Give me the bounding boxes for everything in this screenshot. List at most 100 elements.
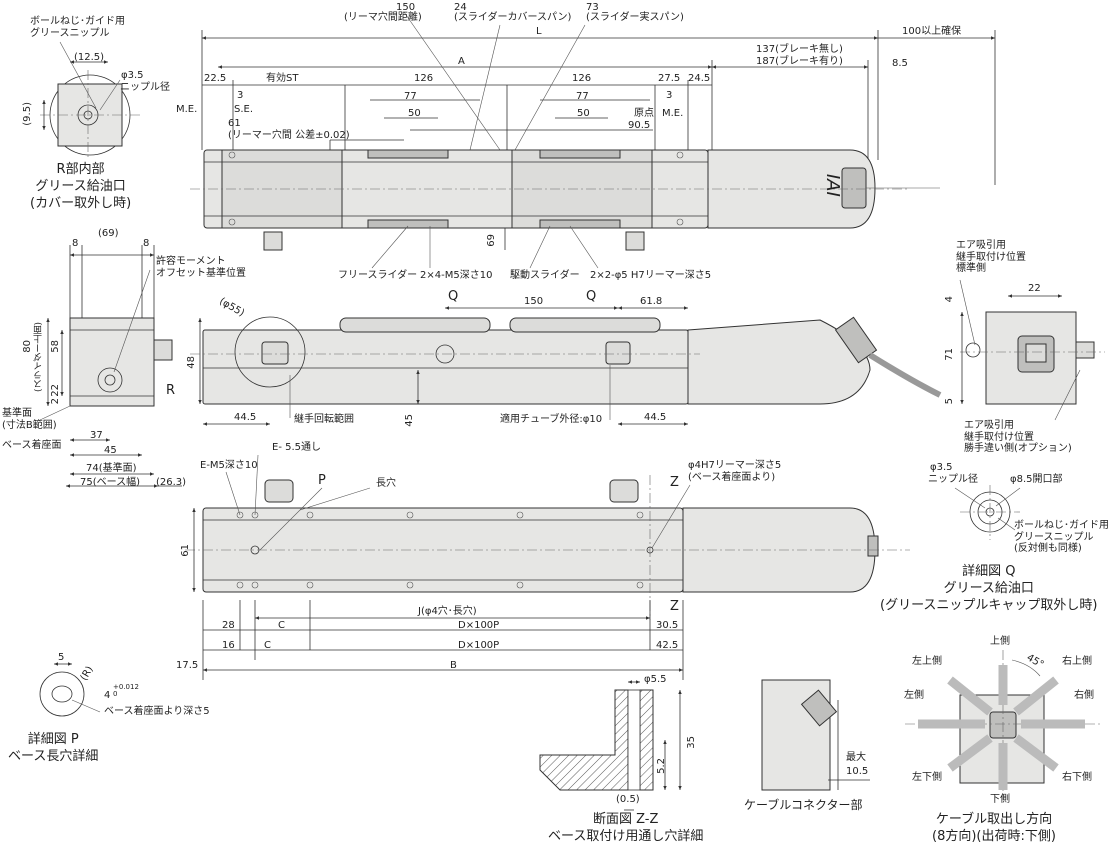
- dim-22-right: 22: [1028, 283, 1041, 294]
- dim-3a: 3: [237, 90, 244, 101]
- dim-45: 45: [104, 445, 117, 456]
- dim-44-5b: 44.5: [644, 412, 667, 423]
- eff-st: 有効ST: [266, 73, 299, 84]
- dim-75: 75(ベース幅): [80, 477, 141, 488]
- dim-phi55: (φ55): [217, 295, 247, 320]
- reamer-base-label: φ4H7リーマー深さ5 (ベース着座面より): [688, 460, 782, 483]
- p-dim-4: 4: [104, 690, 111, 701]
- p-caption: 詳細図 P ベース長穴詳細: [8, 732, 99, 764]
- dim-8-5: 8.5: [892, 58, 908, 69]
- dim-126b: 126: [572, 73, 592, 84]
- tube-dia-label: 適用チューブ外径:φ10: [500, 414, 603, 425]
- base-face-label: ベース着座面: [2, 440, 62, 451]
- cable-conn-caption: ケーブルコネクター部: [744, 798, 863, 812]
- se-label: S.E.: [234, 104, 254, 115]
- air-std-label: エア吸引用 継手取付け位置 標準側: [956, 240, 1026, 274]
- dim-150-note: (リーマ穴間距離): [344, 12, 422, 23]
- dim-30-5: 30.5: [656, 620, 679, 631]
- p-depth: ベース着座面より深さ5: [104, 706, 210, 717]
- dim-10-5: 10.5: [846, 766, 869, 777]
- dim-27-5: 27.5: [658, 73, 681, 84]
- j-label: J(φ4穴･長穴): [418, 606, 477, 617]
- q-phi85: φ8.5開口部: [1010, 474, 1063, 485]
- me-right: M.E.: [662, 108, 684, 119]
- ball-nipple-label: ボールねじ･ガイド用 グリースニップル: [30, 16, 125, 39]
- max-label: 最大: [846, 752, 866, 763]
- dim-37: 37: [90, 430, 103, 441]
- dir-lower-right: 右下側: [1062, 772, 1092, 783]
- end-view: [39, 245, 202, 488]
- q-caption: 詳細図 Q グリース給油口 (グリースニップルキャップ取外し時): [880, 564, 1098, 613]
- cable-connector: [761, 679, 870, 791]
- dim-61-8: 61.8: [640, 296, 663, 307]
- dir-lower-left: 左下側: [912, 772, 942, 783]
- r-marker: R: [166, 383, 176, 398]
- joint-range-label: 継手回転範囲: [294, 414, 354, 425]
- q-marker-b: Q: [586, 289, 597, 304]
- dim-16: 16: [222, 640, 235, 651]
- dim-22: 22: [50, 384, 61, 397]
- dim-8a: 8: [72, 238, 79, 249]
- dim-74: 74(基準面): [86, 463, 137, 474]
- cable-caption: ケーブル取出し方向 (8方向)(出荷時:下側): [932, 812, 1056, 844]
- dim-77a: 77: [404, 91, 417, 102]
- nipple-dia: ニップル径: [120, 82, 170, 93]
- z-marker-a: Z: [670, 475, 679, 490]
- dim-28: 28: [222, 620, 235, 631]
- dir-upper-right: 右上側: [1062, 656, 1092, 667]
- iai-logo: IAI: [821, 173, 843, 197]
- dim-2: 2: [50, 398, 61, 405]
- zz-05: (0.5): [616, 794, 640, 805]
- deg-45: 45°: [1024, 652, 1046, 671]
- e-m5-label: E-M5深さ10: [200, 460, 258, 471]
- ref-face-label: 基準面 (寸法B範囲): [2, 408, 57, 431]
- dim-phi35: φ3.5: [121, 70, 144, 81]
- air-opt-label: エア吸引用 継手取付け位置 勝手違い側(オプション): [964, 420, 1072, 454]
- zz-phi55: φ5.5: [644, 674, 667, 685]
- zz-52: 5.2: [656, 758, 667, 774]
- p-dim-5: 5: [58, 652, 65, 663]
- right-end-view: [959, 279, 1105, 421]
- dim-48: 48: [186, 356, 197, 369]
- me-left: M.E.: [176, 104, 198, 115]
- dim-24-5: 24.5: [688, 73, 711, 84]
- dim-77b: 77: [576, 91, 589, 102]
- dim-24: 24: [454, 2, 467, 13]
- r-caption: R部内部 グリース給油口 (カバー取外し時): [30, 162, 132, 211]
- dim-71: 71: [944, 348, 955, 361]
- dim-50a: 50: [408, 108, 421, 119]
- dim-50b: 50: [577, 108, 590, 119]
- p-r: (R): [78, 664, 96, 683]
- detail-q: [954, 485, 1021, 540]
- zz-35: 35: [686, 736, 697, 749]
- detail-p: [39, 662, 101, 717]
- dim-45v: 45: [404, 414, 415, 427]
- dx-label-a: D×100P: [458, 620, 500, 631]
- dim-26-3: (26.3): [156, 477, 187, 488]
- section-zz: [539, 680, 682, 811]
- dim-100: 100以上確保: [902, 26, 962, 37]
- dim-3b: 3: [666, 90, 673, 101]
- dir-left: 左側: [904, 690, 924, 701]
- dim-150: 150: [396, 2, 416, 13]
- dim-A: A: [458, 56, 465, 67]
- free-slider-label: フリースライダー: [338, 270, 418, 281]
- dim-22-5: 22.5: [204, 73, 227, 84]
- q-phi35: φ3.5: [930, 462, 953, 473]
- allow-moment-label: 許容モーメント オフセット基準位置: [156, 256, 246, 279]
- dim-44-5a: 44.5: [234, 412, 257, 423]
- side-view: [190, 306, 942, 426]
- dim-42-5: 42.5: [656, 640, 679, 651]
- dim-61-bottom: 61: [180, 544, 191, 557]
- q-ball: ボールねじ･ガイド用 グリースニップル (反対側も同様): [1014, 520, 1109, 554]
- dx-label-b: D×100P: [458, 640, 500, 651]
- tap-m5-label: 2×4-M5深さ10: [420, 270, 493, 281]
- reamer-note: (リーマー穴間 公差±0.02): [228, 130, 350, 141]
- b-label: B: [450, 660, 457, 671]
- c-label-a: C: [278, 620, 285, 631]
- dim-69-top: 69: [486, 234, 497, 247]
- dim-150-mid: 150: [524, 296, 544, 307]
- dim-69-paren: (69): [98, 228, 119, 239]
